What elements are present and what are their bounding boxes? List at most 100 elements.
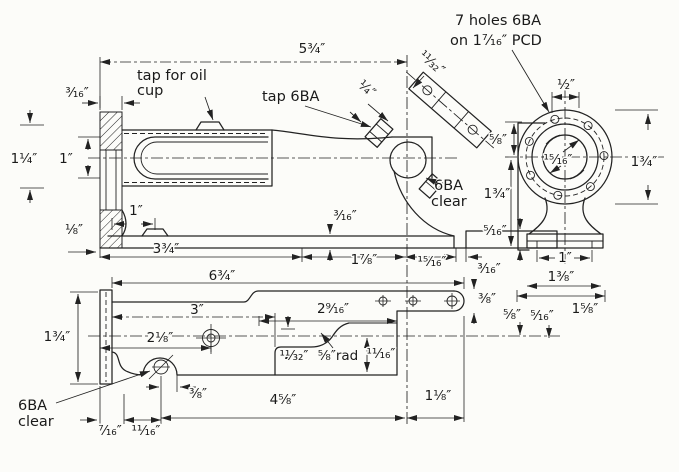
dim-11-32-plan: ¹¹⁄₃₂″: [278, 316, 310, 366]
dim-11-32-label: ¹¹⁄₃₂″: [415, 47, 447, 78]
note-tap-6ba: tap 6BA: [261, 88, 372, 128]
dim-3-8-hole: ³⁄₈″: [146, 375, 209, 404]
dim-1-3-4-vertical: 1³⁄₄″: [482, 160, 515, 246]
dim-bottom-chain: ⁷⁄₁₆″ ¹¹⁄₁₆″: [80, 376, 162, 441]
dim-5-8-vertical: ⁵⁄₈″: [487, 121, 522, 155]
dim-bore-height: 1″: [58, 136, 100, 179]
dim-base-3-16-label: ³⁄₁₆″: [333, 208, 357, 224]
dim-1-5-8: 1⁵⁄₈″: [516, 290, 606, 319]
dim-pad-1-label: 1″: [129, 203, 143, 219]
dim-bore-15-16-label: ¹⁵⁄₁₆″: [544, 152, 573, 168]
dim-1-3-8-label: 1³⁄₈″: [548, 269, 575, 285]
dim-3-16b-label: ³⁄₁₆″: [477, 261, 501, 277]
dim-small-5-16: ⁵⁄₁₆″: [529, 307, 555, 338]
dim-2-1-8-label: 2¹⁄₈″: [147, 330, 174, 346]
note-tap-for-oil-cup: tap for oil cup: [136, 67, 214, 121]
base: [99, 209, 558, 249]
dim-1-1-4-label: 1¹⁄₄″: [11, 151, 38, 167]
six-ba-label: 6BA: [434, 178, 463, 194]
dimensions-plan: 1³⁄₄″ 3″ 2¹⁄₈″ 2⁹⁄₁₆″ ¹¹⁄₃₂″ ⁵⁄₈″rad: [42, 267, 498, 441]
dim-5-3-4-label: 5³⁄₄″: [299, 41, 326, 57]
plan-arm: [396, 290, 465, 376]
dim-1-1-8-label: 1¹⁄₈″: [425, 388, 452, 404]
dim-flange-height: 1¹⁄₄″: [9, 110, 44, 203]
detached-arm: [405, 71, 495, 149]
holes-note-line1: 7 holes 6BA: [455, 13, 541, 29]
dim-5-8-rad-label: ⁵⁄₈″rad: [318, 348, 359, 364]
base-pad: [141, 228, 169, 237]
dim-half-inch: ¹⁄₂″: [551, 76, 580, 113]
dim-1-1-8: 1¹⁄₈″: [407, 316, 465, 422]
tap-6ba-boss: [364, 118, 394, 148]
plan-clear-label: clear: [18, 414, 54, 430]
end-elevation-view: [505, 86, 664, 264]
dim-r5-16-label: ⁵⁄₁₆″: [530, 308, 554, 324]
dim-p1-3-4-label: 1³⁄₄″: [44, 329, 71, 345]
bore-cast-marks: [545, 134, 585, 180]
dim-6-3-4-label: 6³⁄₄″: [209, 268, 236, 284]
flange-section: [99, 111, 123, 249]
dim-overall-length: 5³⁄₄″: [99, 40, 407, 108]
dim-three-inch: 3″: [112, 301, 276, 347]
dimensions-end: ¹⁄₂″ ¹⁵⁄₁₆″ 1³⁄₄″ 1″ 1³⁄₈″ 1⁵⁄₈″ ⁵⁄₈″: [501, 76, 659, 338]
tap-6ba-label: tap 6BA: [262, 89, 320, 105]
plan-6ba-label: 6BA: [18, 398, 47, 414]
body-right: [271, 129, 455, 237]
dim-foot-inner: 1″: [536, 249, 593, 268]
dim-foot-1-label: 1″: [558, 250, 572, 266]
dim-flange-1-3-4: 1³⁄₄″: [615, 109, 659, 205]
bolt-holes: [524, 114, 609, 200]
dim-11-16b-label: ¹¹⁄₁₆″: [132, 423, 161, 439]
dim-one-eighth: ¹⁄₈″: [63, 221, 101, 258]
dim-5-16-step: ⁵⁄₁₆″: [482, 218, 524, 261]
dim-2-1-8: 2¹⁄₈″: [100, 329, 212, 354]
barrel: [121, 121, 273, 187]
dim-1-4-label: ¹⁄₄″: [355, 77, 379, 101]
holes-note-line2: on 1⁷⁄₁₆″ PCD: [450, 33, 542, 49]
dim-4-5-8: 4⁵⁄₈″: [161, 391, 405, 422]
dimensions-side: 5³⁄₄″ ³⁄₁₆″ 1¹⁄₄″ 1″ ¹⁄₈″ 1″: [9, 40, 524, 279]
oil-cup-boss: [195, 121, 225, 131]
dim-11-16-plan: ¹¹⁄₁₆″: [363, 338, 397, 372]
dim-1-inch-label: 1″: [59, 151, 73, 167]
note-7-holes: 7 holes 6BA on 1⁷⁄₁₆″ PCD: [449, 12, 550, 113]
tap-oil-label2: cup: [137, 83, 163, 99]
six-ba-clear-label: clear: [431, 194, 467, 210]
dim-arm-11-32: ¹¹⁄₃₂″: [412, 46, 449, 89]
plan-pocket: [274, 322, 350, 376]
annotations: tap for oil cup tap 6BA 6BA clear 7 hole…: [17, 12, 550, 432]
plan-top-edge: [111, 290, 455, 303]
dim-bore-diameter: ¹⁵⁄₁₆″: [542, 139, 580, 174]
dim-7-16-label: ⁷⁄₁₆″: [98, 423, 122, 439]
dim-base-thickness: ³⁄₁₆″: [326, 207, 358, 261]
side-elevation-view: [88, 55, 558, 424]
dim-2-9-16: 2⁹⁄₁₆″: [258, 300, 397, 326]
dim-5-8-rad: ⁵⁄₈″rad: [316, 332, 360, 366]
dim-3-label: 3″: [190, 302, 204, 318]
note-6ba-clear-plan: 6BA clear: [17, 370, 151, 432]
dim-small-5-8: ⁵⁄₈″: [501, 306, 524, 335]
dim-5-8-label: ⁵⁄₈″: [489, 132, 507, 148]
dim-1-3-4-label: 1³⁄₄″: [484, 186, 511, 202]
dim-arm-width: ³⁄₈″: [470, 278, 498, 324]
dim-p11-16-label: ¹¹⁄₁₆″: [367, 346, 396, 362]
dim-boss-quarter: ¹⁄₄″: [349, 75, 389, 123]
dim-1-2-label: ¹⁄₂″: [557, 77, 575, 93]
dim-6-3-4: 6³⁄₄″: [111, 267, 465, 289]
dim-foot-width: 1³⁄₈″: [527, 268, 601, 290]
dim-plate-height: 1³⁄₄″: [42, 291, 98, 385]
dim-1-7-8-label: 1⁷⁄₈″: [351, 252, 378, 268]
dim-1-8-label: ¹⁄₈″: [65, 222, 83, 238]
dim-pad-position: 1″: [111, 202, 156, 230]
tap-oil-label: tap for oil: [137, 68, 207, 84]
dim-3-8-label: ³⁄₈″: [189, 386, 207, 402]
dim-3-16-label: ³⁄₁₆″: [65, 85, 89, 101]
dim-15-16-label: ¹⁵⁄₁₆″: [418, 254, 447, 270]
dim-2-9-16-label: 2⁹⁄₁₆″: [317, 301, 349, 317]
plan-plate: [99, 289, 113, 385]
dim-1-5-8-label: 1⁵⁄₈″: [572, 301, 599, 317]
dim-chain-bottom: 3³⁄₄″ 1⁷⁄₈″ ¹⁵⁄₁₆″ ³⁄₁₆″: [100, 240, 502, 279]
spindle-boss: [389, 141, 427, 179]
